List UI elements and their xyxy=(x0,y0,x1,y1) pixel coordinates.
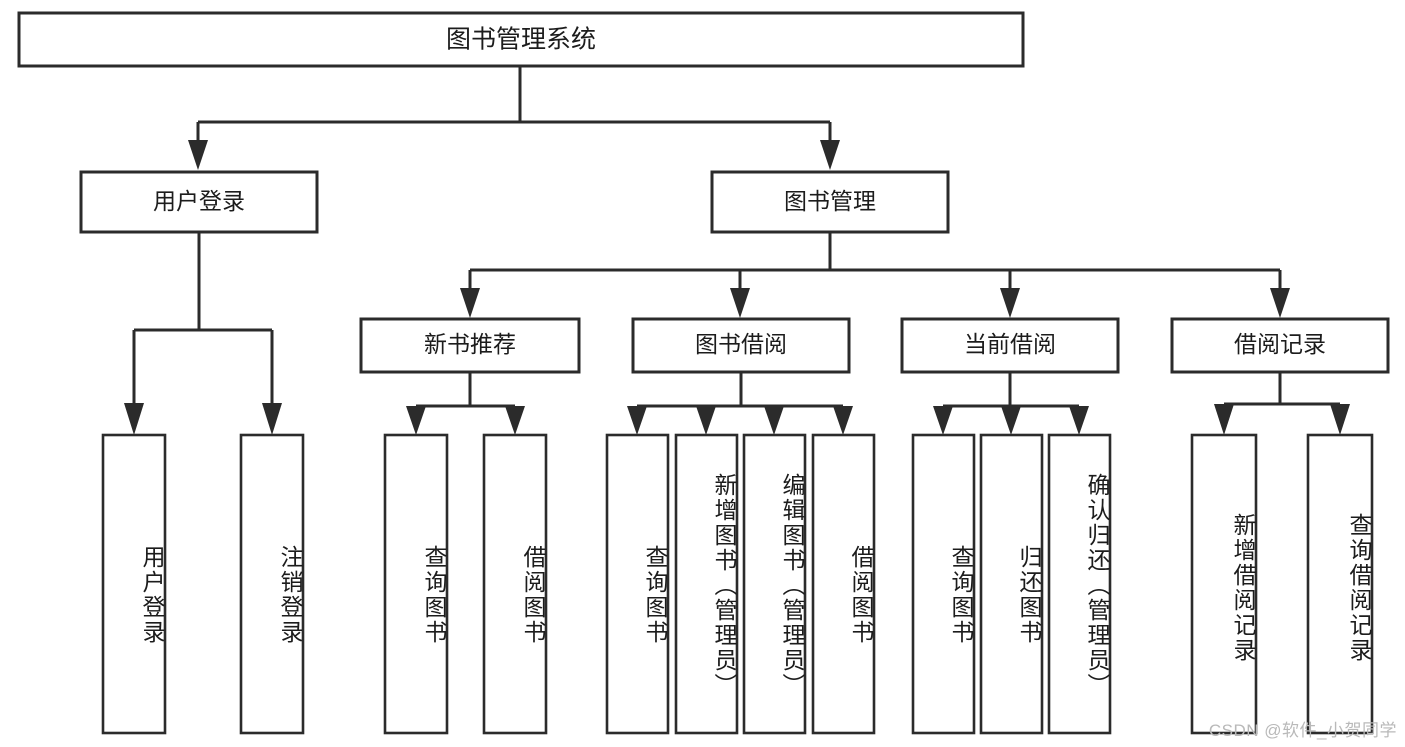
arrow-to-leaf-borrow-book-2 xyxy=(833,406,853,435)
node-root-label: 图书管理系统 xyxy=(446,26,596,54)
edge-group-book-manage: 新书推荐 图书借阅 当前借阅 借阅记录 xyxy=(359,232,1390,374)
arrow-to-leaf-logout xyxy=(262,403,282,435)
arrow-to-leaf-query-book-1 xyxy=(406,406,426,435)
leaf-box-borrow-book-2[interactable] xyxy=(811,433,876,735)
edge-group-user-login xyxy=(124,232,282,435)
leaf-box-logout[interactable] xyxy=(239,433,305,735)
node-new-book-recommend-label: 新书推荐 xyxy=(424,331,516,357)
edge-group-borrow-record xyxy=(1214,372,1350,435)
csdn-watermark: CSDN @软件_小贺同学 xyxy=(1208,721,1397,740)
arrow-to-book-borrow xyxy=(730,288,750,318)
arrow-to-leaf-return-book xyxy=(1001,406,1021,435)
arrow-to-user-login xyxy=(188,140,208,170)
leaf-box-query-book-1[interactable] xyxy=(383,433,449,735)
arrow-to-leaf-add-record xyxy=(1214,404,1234,435)
node-book-manage-box[interactable] xyxy=(710,170,950,234)
leaf-box-query-book-3[interactable] xyxy=(911,433,976,735)
node-root-box[interactable] xyxy=(17,11,1025,68)
edge-group-book-borrow xyxy=(627,372,853,435)
arrow-to-current-borrow xyxy=(1000,288,1020,318)
leaf-box-add-book[interactable] xyxy=(674,433,739,735)
node-current-borrow-label: 当前借阅 xyxy=(964,331,1056,357)
arrow-to-borrow-record xyxy=(1270,288,1290,318)
edge-group-current-borrow xyxy=(933,372,1089,435)
arrow-to-leaf-user-login xyxy=(124,403,144,435)
arrow-to-leaf-edit-book xyxy=(764,406,784,435)
leaf-box-borrow-book-1[interactable] xyxy=(482,433,548,735)
node-current-borrow-box[interactable] xyxy=(900,317,1120,374)
arrow-to-leaf-borrow-book-1 xyxy=(505,406,525,435)
leaf-box-add-record[interactable] xyxy=(1190,433,1258,735)
arrow-to-leaf-query-book-3 xyxy=(933,406,953,435)
leaf-box-user-login[interactable] xyxy=(101,433,167,735)
leaf-box-query-book-2[interactable] xyxy=(605,433,670,735)
node-borrow-record-label: 借阅记录 xyxy=(1234,331,1326,357)
arrow-to-leaf-query-book-2 xyxy=(627,406,647,435)
arrow-to-leaf-query-record xyxy=(1330,404,1350,435)
edge-group-new-book-recommend xyxy=(406,372,525,435)
node-user-login-label: 用户登录 xyxy=(153,188,245,214)
leaf-box-return-book[interactable] xyxy=(979,433,1044,735)
node-new-book-recommend-box[interactable] xyxy=(359,317,581,374)
arrow-to-leaf-confirm-return xyxy=(1069,406,1089,435)
node-book-borrow-label: 图书借阅 xyxy=(695,331,787,357)
leaf-box-edit-book[interactable] xyxy=(742,433,807,735)
arrow-to-book-manage xyxy=(820,140,840,170)
edge-top-group: 图书管理系统 用户登录 图书管理 xyxy=(0,11,1405,290)
arrow-to-leaf-add-book xyxy=(696,406,716,435)
leaf-box-confirm-return[interactable] xyxy=(1047,433,1112,735)
node-book-manage-label: 图书管理 xyxy=(784,188,876,214)
leaf-box-layer xyxy=(101,433,1374,735)
leaf-box-query-record[interactable] xyxy=(1306,433,1374,735)
arrow-to-new-book-recommend xyxy=(460,288,480,318)
